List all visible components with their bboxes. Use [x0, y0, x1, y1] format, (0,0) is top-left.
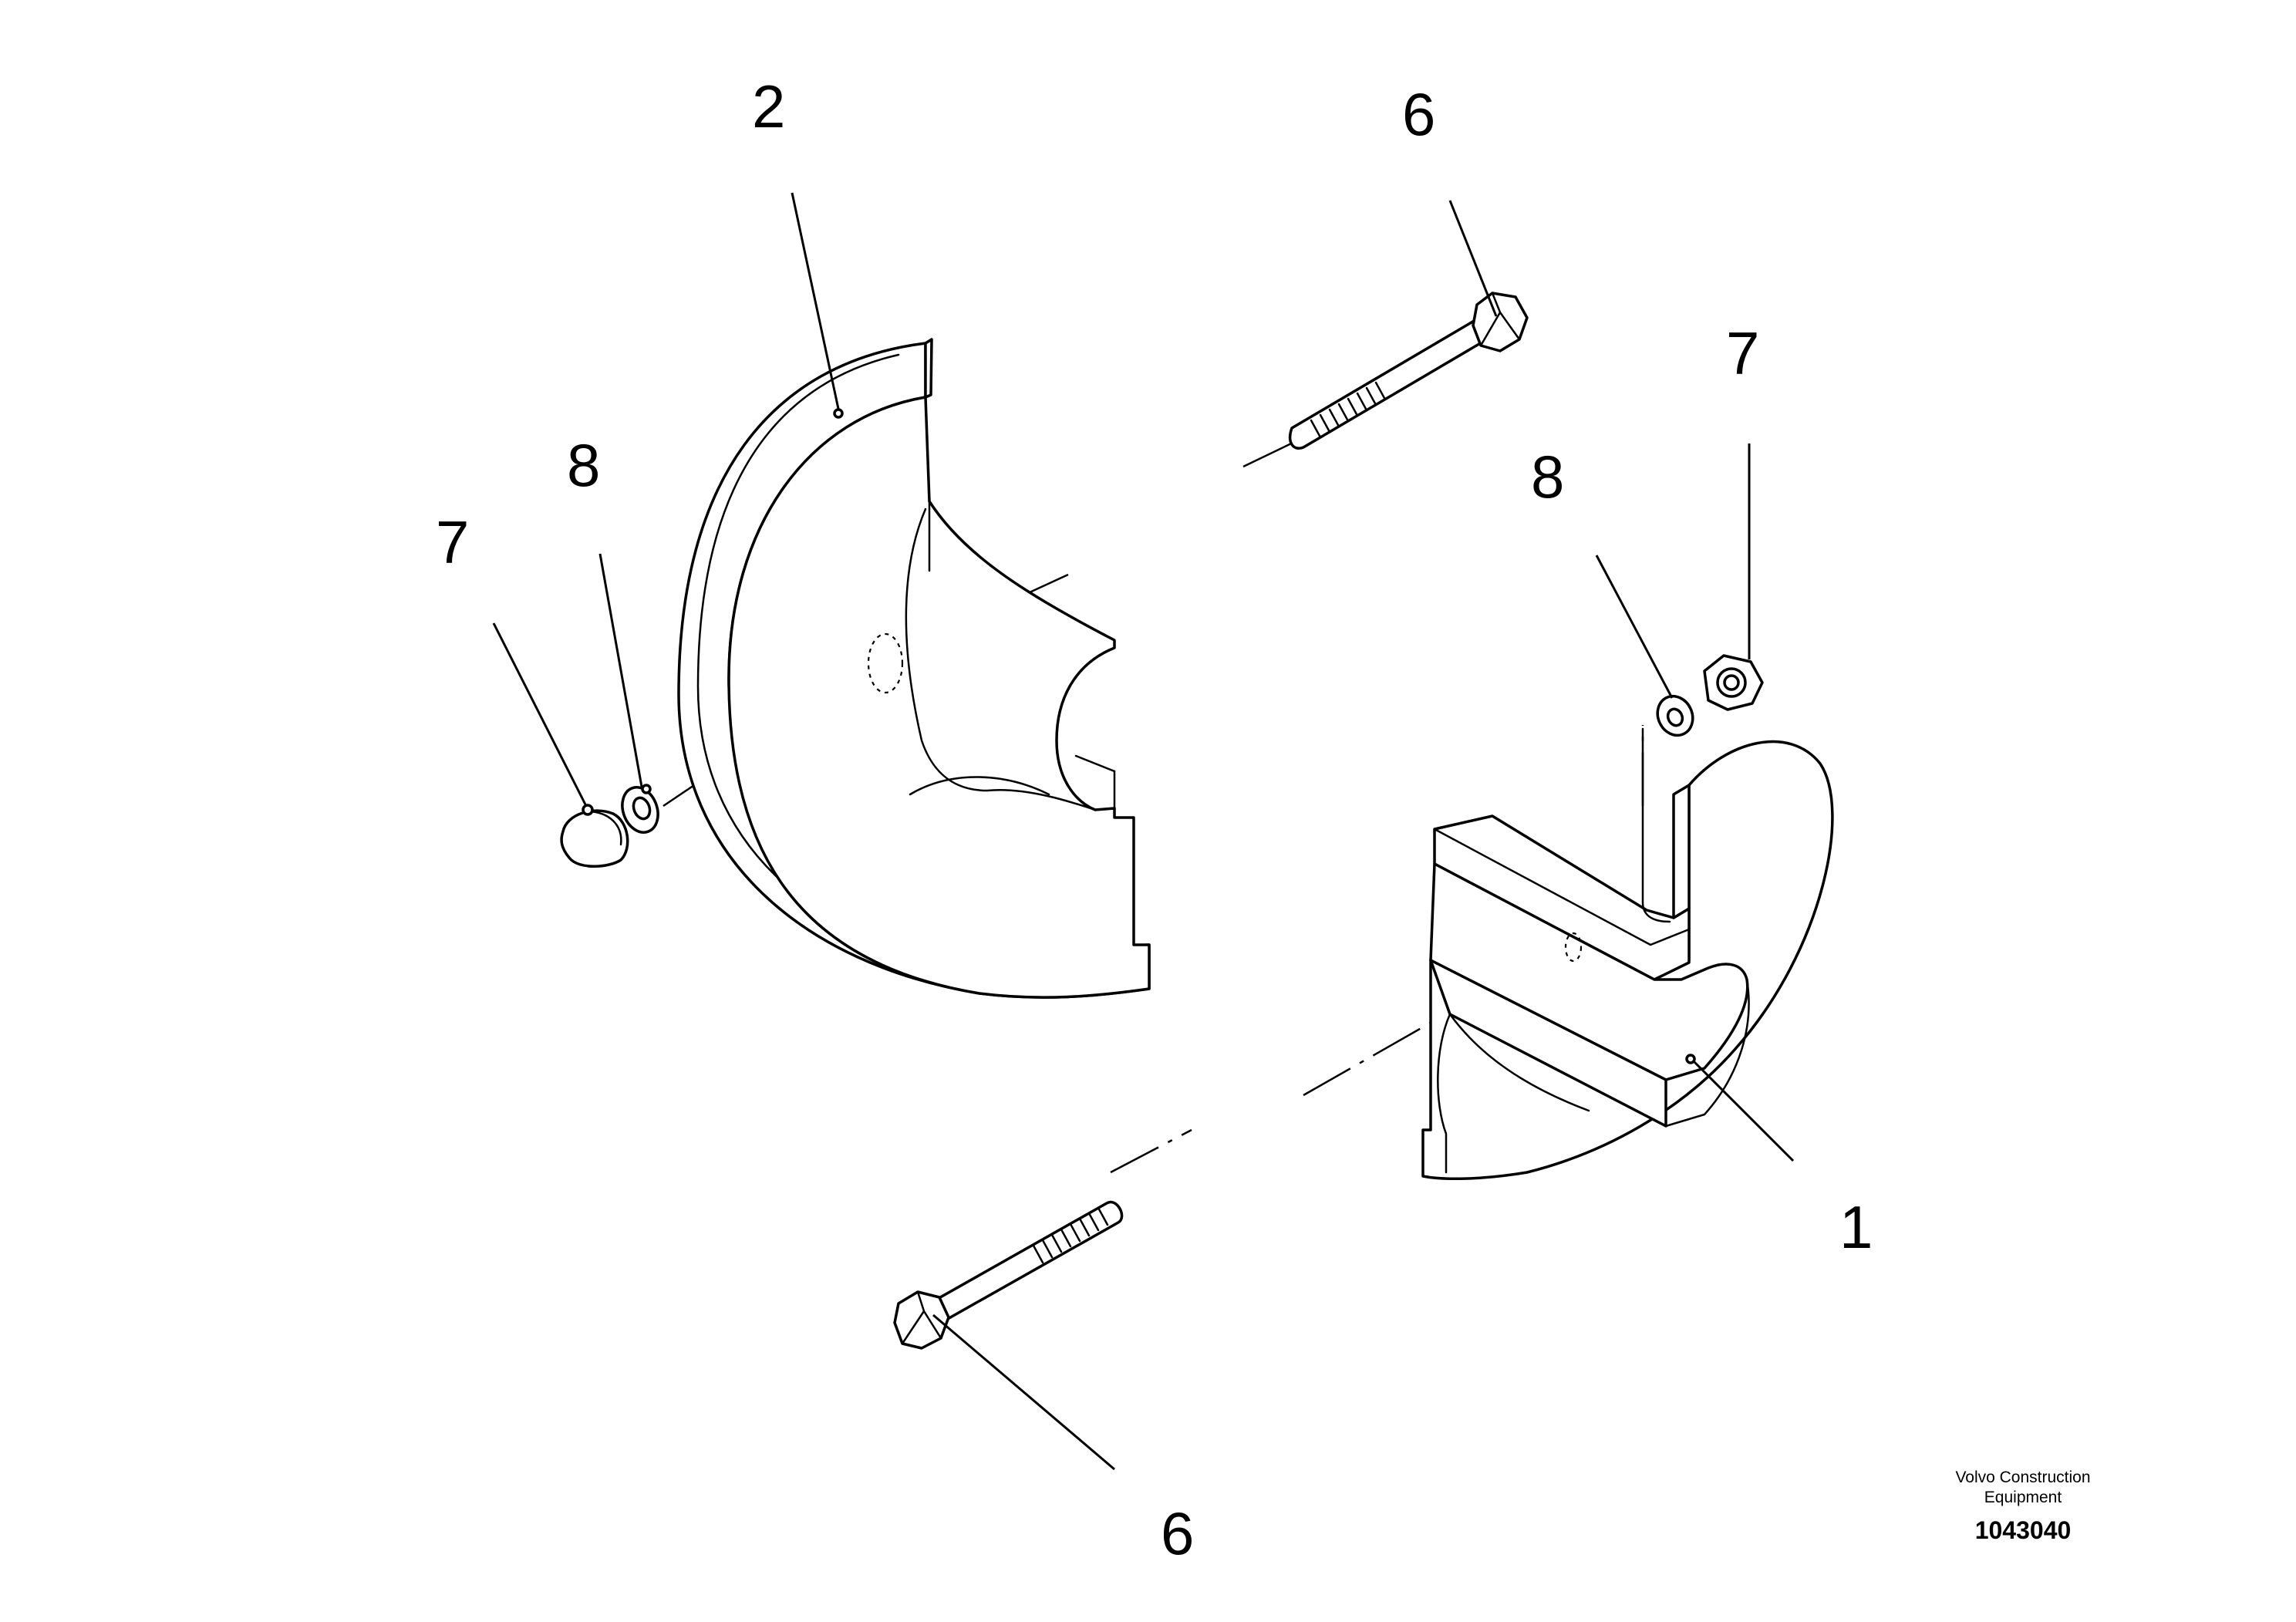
bolt-top-head	[1472, 292, 1529, 352]
leader-nut-left	[492, 622, 588, 807]
callout-part-1: 1	[1839, 1193, 1873, 1261]
part-1-post	[1672, 784, 1691, 919]
washer-right	[1656, 694, 1694, 737]
bolt-top-head-face	[1479, 292, 1521, 347]
washer-left	[621, 784, 659, 834]
bolt-bottom-head-face	[901, 1290, 942, 1345]
bolt-bottom-thread	[1032, 1206, 1109, 1264]
washer-left-inner	[632, 796, 652, 821]
part-1-flange-front	[1429, 959, 1667, 1128]
nut-left-body	[560, 809, 629, 868]
part-1-top-bar-edge	[1433, 828, 1691, 946]
part-1-post-line	[1641, 727, 1671, 923]
part-1-scoop	[1437, 1013, 1451, 1174]
part-2-flange-top	[924, 338, 933, 399]
nut-left-tip	[582, 804, 594, 816]
bolt-bottom	[893, 1200, 1124, 1350]
callout-labels: 2 6 7 8 8 7 1 6	[436, 73, 1873, 1567]
part-2-ref-dot	[833, 408, 844, 419]
callout-bolt-top: 6	[1402, 80, 1435, 148]
callout-part-2: 2	[752, 73, 785, 140]
axis-lower-left	[1110, 1128, 1192, 1174]
part-2-notch	[1074, 754, 1116, 810]
bolt-top	[1288, 292, 1529, 450]
part-2-bolt-hole	[867, 632, 904, 694]
part-1-back-plate	[1421, 740, 1834, 1181]
leader-part-1	[1691, 1059, 1795, 1162]
part-1-flange-rim	[1664, 978, 1750, 1128]
callout-nut-right: 7	[1726, 319, 1759, 387]
bolt-bottom-shank	[928, 1200, 1124, 1324]
part-1-ref-dot	[1685, 1054, 1696, 1064]
leader-bolt-top	[1448, 200, 1498, 317]
bolt-top-shank	[1288, 311, 1502, 450]
part-2-web-curve	[905, 508, 1097, 811]
axis-top-bolt	[1242, 434, 1308, 468]
leader-bolt-bottom	[932, 1313, 1115, 1471]
washer-right-inner	[1666, 707, 1684, 727]
leader-washer-right	[1595, 555, 1674, 699]
nut-left	[560, 804, 629, 868]
callout-washer-left: 8	[567, 431, 600, 499]
brand-line-2: Equipment	[1984, 1489, 2062, 1506]
nut-right-bore-inner	[1723, 674, 1740, 691]
part-2-half-guard	[677, 338, 1151, 999]
callout-bolt-bottom: 6	[1161, 1499, 1194, 1567]
leader-part-2	[791, 192, 840, 410]
part-1-half-guard	[1421, 727, 1834, 1181]
washer-left-tab	[641, 784, 652, 794]
part-1-bolt-hole	[1564, 932, 1583, 963]
title-block: Volvo Construction Equipment 1043040	[1955, 1469, 2090, 1544]
part-1-scoop-inner	[1448, 1013, 1590, 1112]
leader-lines	[492, 192, 1795, 1471]
part-2-body	[727, 396, 1151, 999]
brand-line-1: Volvo Construction	[1955, 1469, 2090, 1486]
bolt-top-thread	[1310, 381, 1387, 439]
callout-nut-left: 7	[436, 508, 469, 576]
leader-washer-left	[598, 553, 643, 787]
document-number: 1043040	[1975, 1516, 2072, 1544]
nut-right	[1703, 654, 1764, 711]
part-2-web-lower	[909, 776, 1050, 796]
callout-washer-right: 8	[1531, 443, 1564, 511]
